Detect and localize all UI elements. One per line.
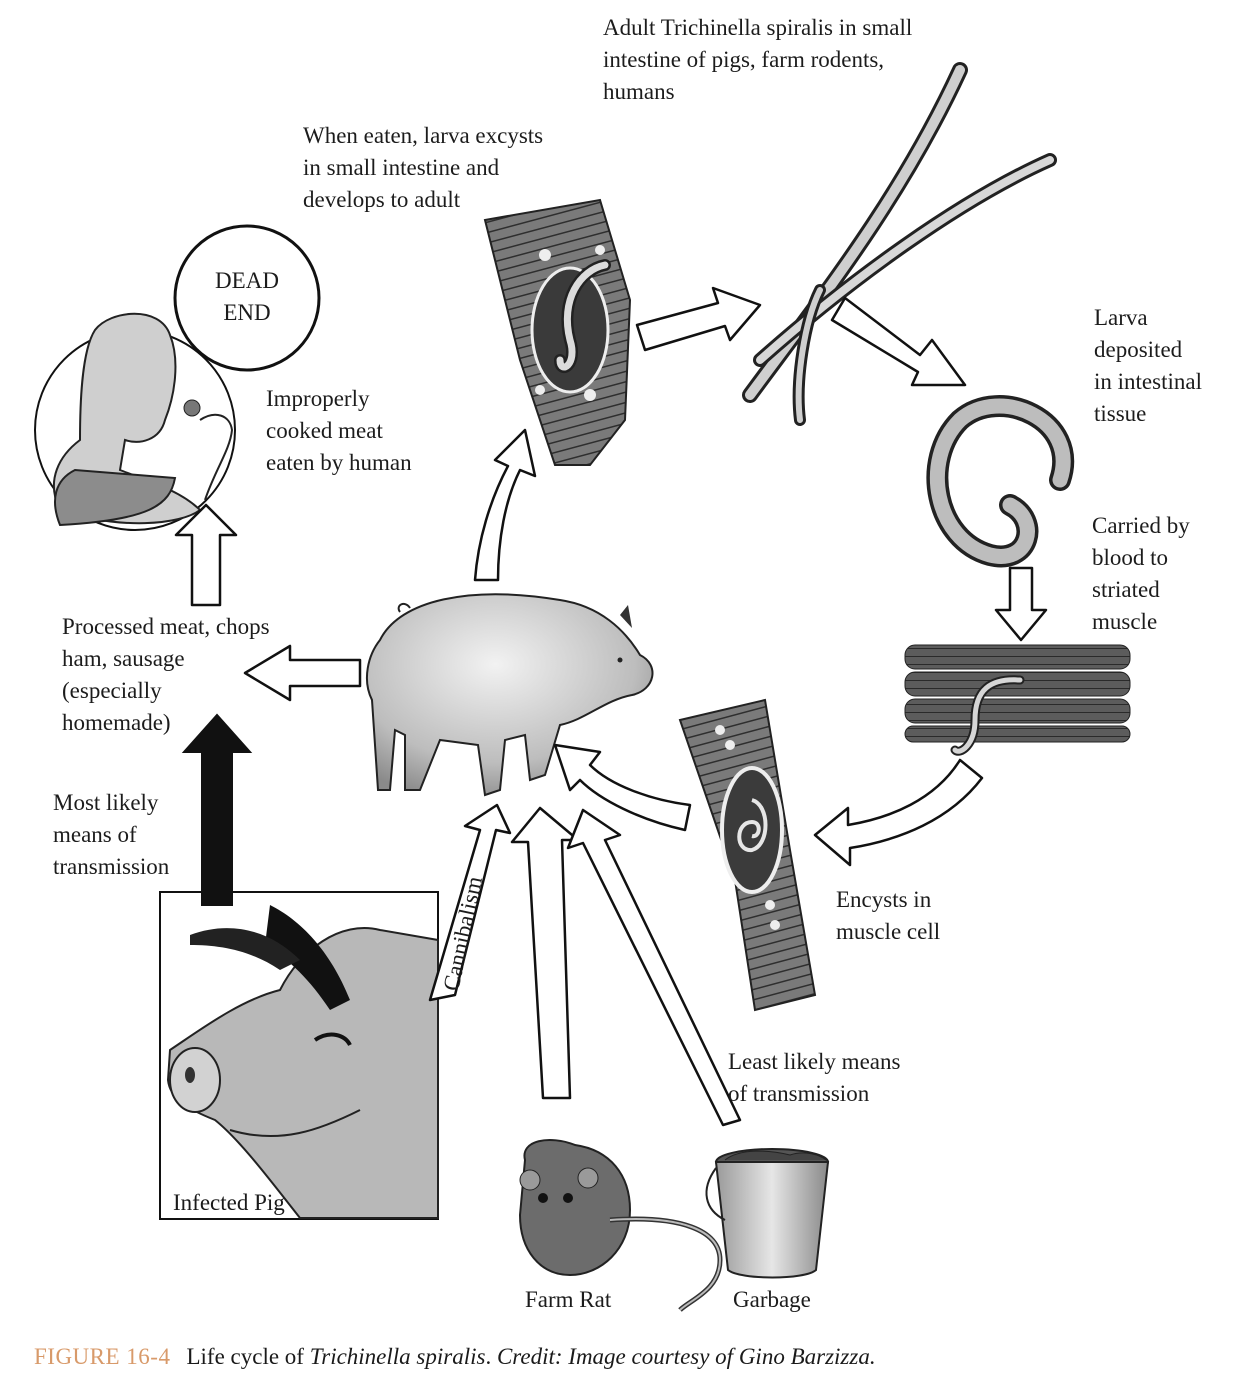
intestine-tissue-illustration: [483, 198, 632, 466]
arrow-adult-to-larva: [830, 296, 967, 387]
label-adult: Adult Trichinella spiralis in small inte…: [603, 15, 913, 104]
label-encysts: Encysts in muscle cell: [836, 887, 941, 944]
label-dead-end: DEAD END: [215, 268, 279, 325]
pig-illustration: [365, 593, 654, 797]
arrow-garbage: [566, 808, 742, 1127]
infected-pig-panel: [159, 891, 439, 1220]
label-carried: Carried by blood to striated muscle: [1092, 513, 1190, 634]
label-infected-pig: Infected Pig: [173, 1190, 285, 1215]
coiled-larva-illustration: [926, 395, 1074, 568]
arrow-pig-to-processed: [243, 644, 362, 702]
label-most-likely: Most likely means of transmission: [53, 790, 170, 879]
adult-worms-illustration: [742, 62, 1057, 426]
caption-credit: Credit: Image courtesy of Gino Barzizza.: [496, 1344, 876, 1369]
arrow-processed-to-human: [174, 503, 238, 607]
arrow-pig-to-intestine: [473, 428, 537, 582]
label-eaten: When eaten, larva excysts in small intes…: [303, 123, 544, 212]
arrow-farm-rat: [510, 806, 580, 1100]
label-larva-deposited: Larva deposited in intestinal tissue: [1094, 305, 1202, 426]
human-illustration: [34, 224, 321, 531]
figure-number: FIGURE 16-4: [34, 1344, 171, 1369]
farm-rat-illustration: [518, 1139, 723, 1312]
label-processed: Processed meat, chops ham, sausage (espe…: [62, 614, 270, 735]
arrow-muscle-to-encysted: [813, 758, 984, 867]
encysted-muscle-cell-illustration: [678, 698, 817, 1012]
caption-text-b: .: [485, 1344, 497, 1369]
cycle-arrows: [174, 286, 1048, 1127]
striated-muscle-illustration: [904, 644, 1131, 756]
label-improperly: Improperly cooked meat eaten by human: [266, 386, 412, 475]
garbage-pail-illustration: [705, 1148, 830, 1279]
arrow-encysted-to-pig: [553, 743, 692, 832]
label-garbage: Garbage: [733, 1287, 811, 1312]
arrow-most-likely: [181, 713, 253, 906]
arrow-cannibalism: [428, 803, 512, 1002]
label-least-likely: Least likely means of transmission: [728, 1049, 901, 1106]
arrow-larva-to-muscle: [994, 566, 1048, 642]
figure-caption: FIGURE 16-4 Life cycle of Trichinella spi…: [34, 1342, 876, 1372]
caption-species: Trichinella spiralis: [309, 1344, 486, 1369]
label-farm-rat: Farm Rat: [525, 1287, 612, 1312]
cannibalism-label: Cannibalism: [438, 874, 487, 993]
caption-text-a: Life cycle of: [186, 1344, 310, 1369]
arrow-intestine-to-adult: [635, 286, 762, 352]
